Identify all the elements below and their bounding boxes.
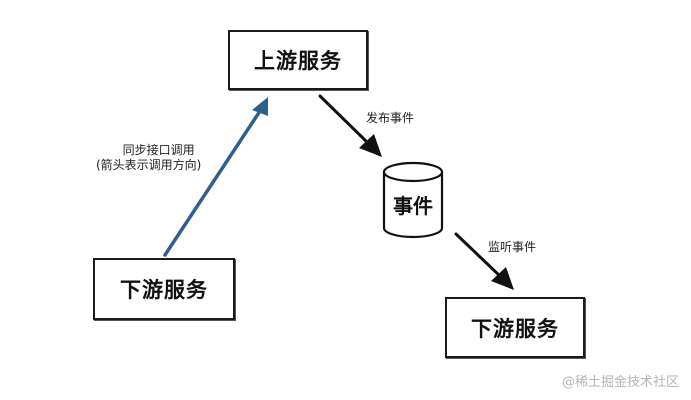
publish-event-arrow (318, 94, 382, 157)
event-store-cylinder (382, 161, 444, 239)
sync-call-arrowhead (252, 97, 268, 116)
downstream-service-right-node: 下游服务 (445, 297, 585, 358)
downstream-service-left-node: 下游服务 (93, 258, 235, 320)
sync-call-label: 同步接口调用 (箭头表示调用方向) (96, 143, 201, 173)
upstream-service-label: 上游服务 (254, 49, 342, 73)
listen-event-label: 监听事件 (488, 240, 537, 254)
publish-event-label: 发布事件 (366, 111, 415, 125)
event-store-label: 事件 (393, 194, 433, 218)
upstream-service-node: 上游服务 (228, 30, 368, 90)
sync-call-arrow (163, 97, 268, 257)
listen-event-arrowhead (491, 267, 514, 290)
listen-event-arrow (454, 232, 514, 290)
publish-event-arrowhead (359, 134, 382, 157)
downstream-service-left-label: 下游服务 (120, 278, 208, 302)
sync-call-label-line2: (箭头表示调用方向) (96, 158, 202, 172)
downstream-service-right-label: 下游服务 (471, 316, 559, 341)
sync-call-label-line1: 同步接口调用 (122, 143, 195, 157)
watermark: @稀土掘金技术社区 (561, 375, 679, 390)
